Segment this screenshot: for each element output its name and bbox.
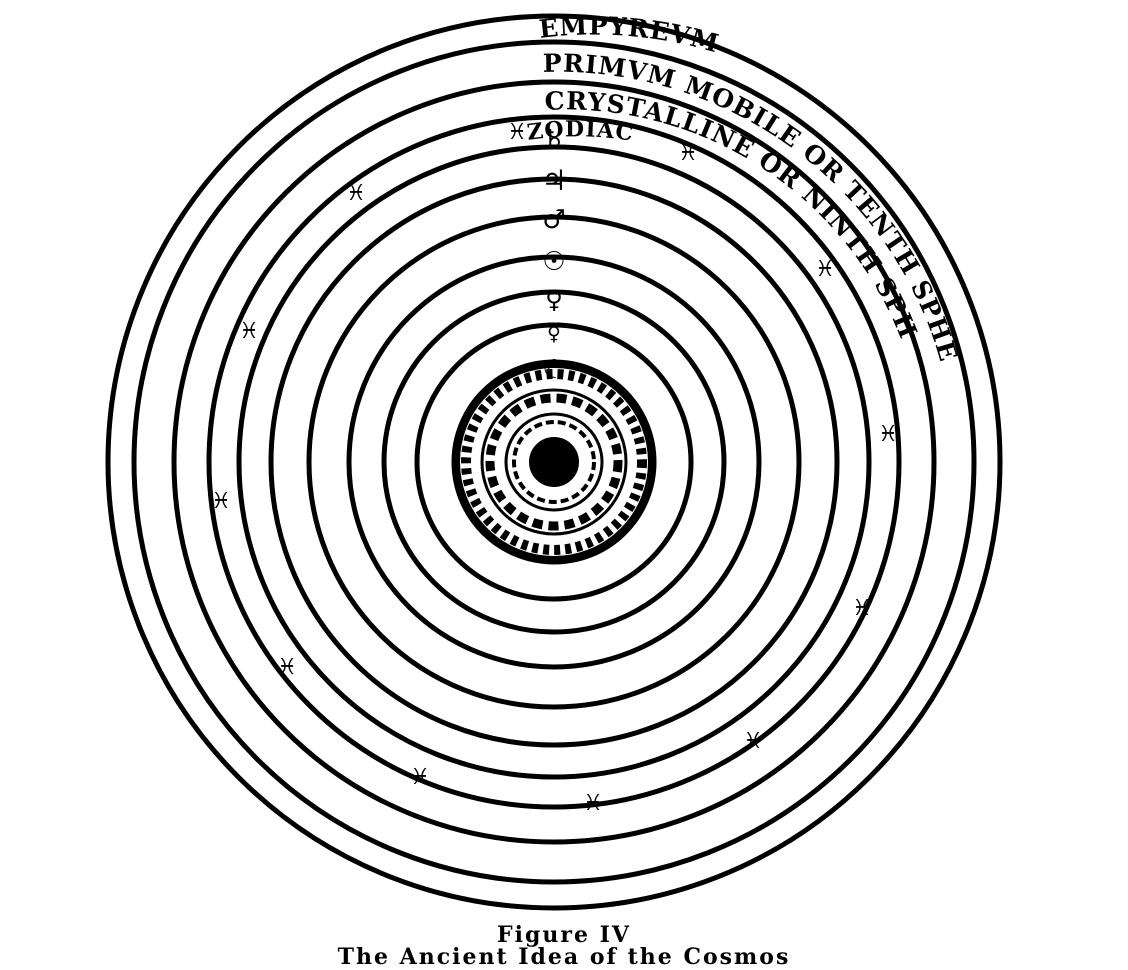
figure-title: The Ancient Idea of the Cosmos — [337, 944, 791, 970]
zodiac-mark-9: ♓ — [277, 655, 297, 680]
water-sphere — [504, 412, 604, 512]
earth-center — [456, 364, 652, 560]
air-clouds — [485, 393, 623, 531]
sphere-ring-4 — [206, 114, 902, 810]
sphere-ring-10 — [414, 322, 694, 602]
planet-symbol-7: ☾ — [542, 355, 565, 385]
sphere-ring-7 — [306, 214, 802, 710]
sphere-ring-9 — [381, 289, 727, 635]
planet-symbol-4: ☉ — [542, 247, 565, 277]
planet-symbols: ♄ ♃ ♂ ☉ ♀ ☿ ☾ — [541, 125, 566, 385]
zodiac-mark-7: ♓ — [211, 489, 231, 514]
zodiac-mark-12: ♓ — [583, 791, 603, 816]
zodiac-mark-2: ♓ — [678, 141, 698, 166]
zodiac-mark-1: ♓ — [507, 120, 527, 145]
water-waves — [512, 420, 596, 504]
sphere-ring-6 — [268, 176, 840, 748]
planet-symbol-2: ♃ — [541, 164, 566, 197]
zodiac-mark-11: ♓ — [410, 765, 430, 790]
figure-number: Figure IV — [497, 922, 631, 948]
planet-symbol-1: ♄ — [542, 125, 565, 155]
planet-symbol-6: ☿ — [547, 318, 562, 346]
sphere-ring-1 — [105, 13, 1003, 911]
zodiac-mark-5: ♓ — [239, 319, 259, 344]
concentric-spheres — [105, 13, 1003, 911]
sphere-ring-2 — [131, 39, 977, 885]
earth-core — [529, 437, 579, 487]
zodiac-mark-4: ♓ — [815, 257, 835, 282]
planet-symbol-3: ♂ — [542, 205, 565, 235]
sphere-ring-5 — [236, 144, 872, 780]
fire-flames — [461, 369, 647, 555]
sphere-ring-11 — [451, 359, 657, 565]
zodiac-mark-6: ♓ — [878, 422, 898, 447]
zodiac-mark-10: ♓ — [743, 729, 763, 754]
air-sphere — [480, 388, 628, 536]
sphere-ring-3 — [171, 79, 937, 845]
zodiac-mark-8: ♓ — [852, 596, 872, 621]
zodiac-mark-3: ♓ — [346, 181, 366, 206]
sphere-ring-8 — [346, 254, 762, 670]
planet-symbol-5: ♀ — [545, 286, 563, 314]
zodiac-marks: ♓ ♓ ♓ ♓ ♓ ♓ ♓ ♓ ♓ ♓ ♓ ♓ — [211, 120, 898, 816]
